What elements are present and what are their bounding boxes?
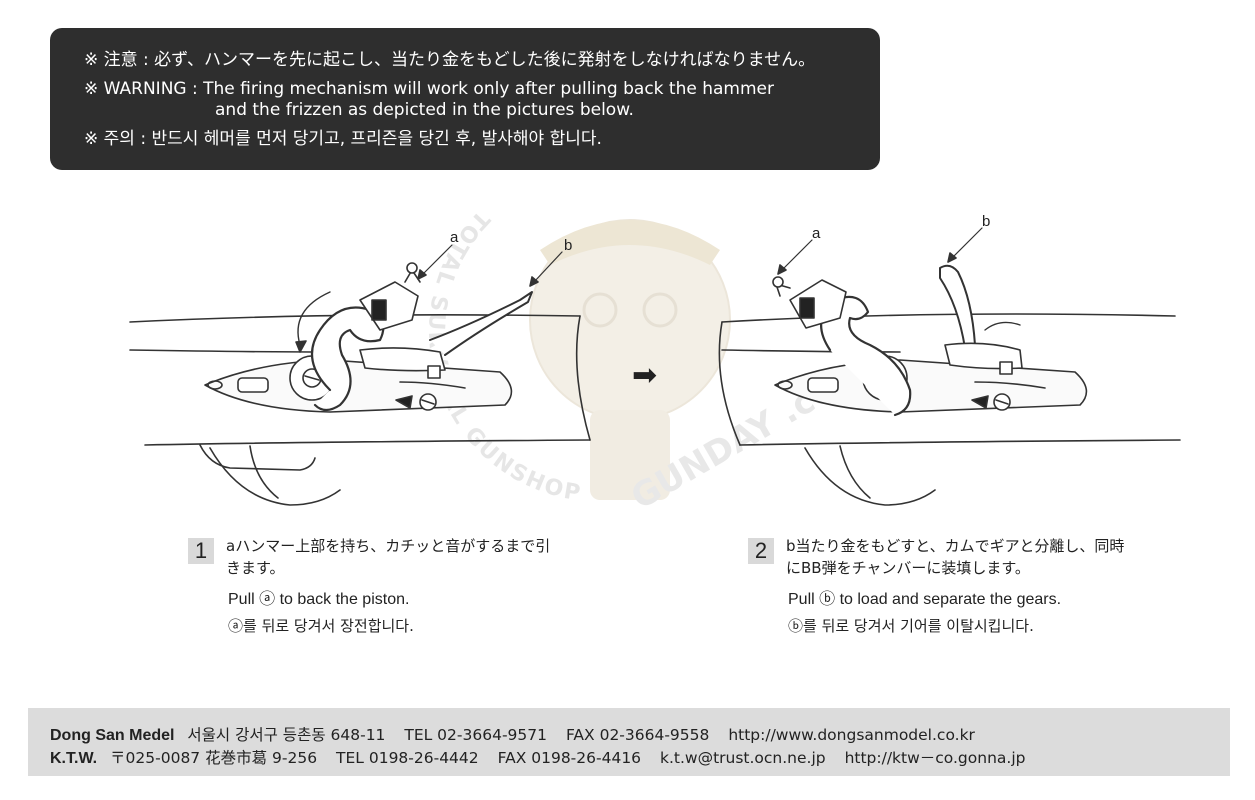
warning-en-line1: ※ WARNING : The firing mechanism will wo…: [84, 79, 774, 99]
right-spring: [807, 377, 839, 393]
footer-fax-ktw: FAX 0198-26-4416: [497, 749, 642, 767]
left-pan: [359, 347, 446, 372]
footer-fax-dongsan: FAX 02-3664-9558: [565, 726, 710, 744]
left-tumbler-slot: [304, 375, 320, 381]
footer-brand-ktw: K.T.W.: [50, 750, 98, 767]
step-2-number: 2: [748, 538, 774, 564]
left-stock-bottom: [144, 439, 591, 446]
left-label-b: b: [564, 237, 572, 254]
footer-tel-ktw: TEL 0198-26-4442: [336, 749, 479, 767]
left-hammer: [310, 306, 385, 412]
left-plate-end: [207, 380, 223, 390]
left-flint: [371, 299, 387, 321]
footer-row-ktw: K.T.W. 〒025-0087 花巻市葛 9-256 TEL 0198-26-…: [50, 747, 1230, 770]
footer-contacts: Dong San Medel 서울시 강서구 등촌동 648-11 TEL 02…: [28, 708, 1230, 776]
left-leader-b: [533, 251, 563, 283]
left-gun-drawing: [129, 244, 591, 506]
left-screw-slot: [421, 399, 435, 405]
right-leader-a: [781, 239, 813, 271]
right-spring-arm: [974, 381, 1046, 389]
step-1-ko: ⓐ를 뒤로 당겨서 장전합니다.: [228, 617, 414, 635]
step-2-ko: ⓑ를 뒤로 당겨서 기어를 이탈시킵니다.: [788, 617, 1034, 635]
right-screw-slot: [995, 399, 1009, 405]
left-label-a: a: [450, 229, 459, 246]
left-spring-arm: [399, 381, 466, 389]
warning-en-line2: and the frizzen as depicted in the pictu…: [215, 100, 634, 120]
left-arrowhead-a: [417, 269, 427, 280]
right-rotation-arrow: [984, 321, 1021, 331]
right-trigger: [839, 445, 871, 499]
right-stock-lower: [721, 349, 901, 353]
left-rotation-arrowhead: [295, 340, 307, 353]
left-frizzen: [429, 291, 533, 356]
step-2-en: Pull ⓑ to load and separate the gears.: [788, 591, 1062, 608]
left-battery-spring: [427, 365, 441, 379]
step-1-number: 1: [188, 538, 214, 564]
footer-tel-dongsan: TEL 02-3664-9571: [404, 726, 547, 744]
warning-ko: ※ 주의 : 반드시 헤머를 먼저 당기고, 프리즌을 당긴 후, 발사해야 합…: [84, 129, 602, 149]
left-jaw-screw-head: [406, 262, 418, 274]
step-1: 1 aハンマー上部を持ち、カチッと音がするまで引きます。 Pull ⓐ to b…: [188, 535, 568, 645]
right-leader-b: [951, 227, 983, 259]
right-flint: [799, 297, 815, 319]
warning-box: ※ 注意 : 必ず、ハンマーを先に起こし、当たり金をもどした後に発射をしなければ…: [50, 28, 880, 170]
left-trigger: [249, 445, 279, 499]
step-arrow-icon: ➡: [632, 358, 657, 393]
right-stock-bottom: [739, 439, 1181, 446]
right-gun-drawing: [718, 227, 1181, 506]
right-label-a: a: [812, 225, 821, 242]
right-cut-edge: [718, 321, 741, 446]
right-arrowhead-a: [777, 264, 787, 275]
footer-address-dongsan: 서울시 강서구 등촌동 648-11: [187, 726, 386, 744]
left-leader-a: [421, 244, 453, 276]
step-1-jp: aハンマー上部を持ち、カチッと音がするまで引きます。: [226, 537, 551, 577]
footer-url-dongsan[interactable]: http://www.dongsanmodel.co.kr: [728, 726, 975, 744]
right-label-b: b: [982, 213, 990, 230]
left-trigger-guard: [199, 444, 316, 471]
footer-address-ktw: 〒025-0087 花巻市葛 9-256: [110, 749, 318, 767]
step-1-en: Pull ⓐ to back the piston.: [228, 591, 410, 608]
left-trigger-guard-curve: [209, 447, 341, 506]
footer-row-dongsan: Dong San Medel 서울시 강서구 등촌동 648-11 TEL 02…: [50, 724, 1230, 747]
footer-email-ktw[interactable]: k.t.w@trust.ocn.ne.jp: [659, 749, 826, 767]
left-spring: [237, 377, 269, 393]
left-cut-edge: [575, 315, 591, 441]
left-arrowhead-b: [529, 276, 539, 287]
right-battery-spring: [999, 361, 1013, 375]
right-jaw-screw-head: [772, 276, 784, 288]
right-stock-top: [721, 313, 1176, 323]
left-stock-lower: [129, 349, 331, 353]
right-arrowhead-b: [947, 252, 957, 263]
step-2: 2 b当たり金をもどすと、カムでギアと分離し、同時にBB弾をチャンバーに装填しま…: [748, 535, 1168, 645]
right-trigger-guard: [804, 447, 936, 506]
warning-jp: ※ 注意 : 必ず、ハンマーを先に起こし、当たり金をもどした後に発射をしなければ…: [84, 50, 816, 70]
footer-url-ktw[interactable]: http://ktw－co.gonna.jp: [844, 749, 1026, 767]
left-sear: [395, 395, 413, 409]
flintlock-illustration: a b a b ➡: [129, 213, 1181, 506]
step-2-jp: b当たり金をもどすと、カムでギアと分離し、同時にBB弾をチャンバーに装填します。: [786, 537, 1125, 577]
right-frizzen: [939, 264, 976, 349]
right-sear: [971, 395, 989, 409]
footer-brand-dongsan: Dong San Medel: [50, 727, 175, 744]
right-plate-end: [777, 380, 793, 390]
left-rotation-arrow: [297, 291, 331, 346]
